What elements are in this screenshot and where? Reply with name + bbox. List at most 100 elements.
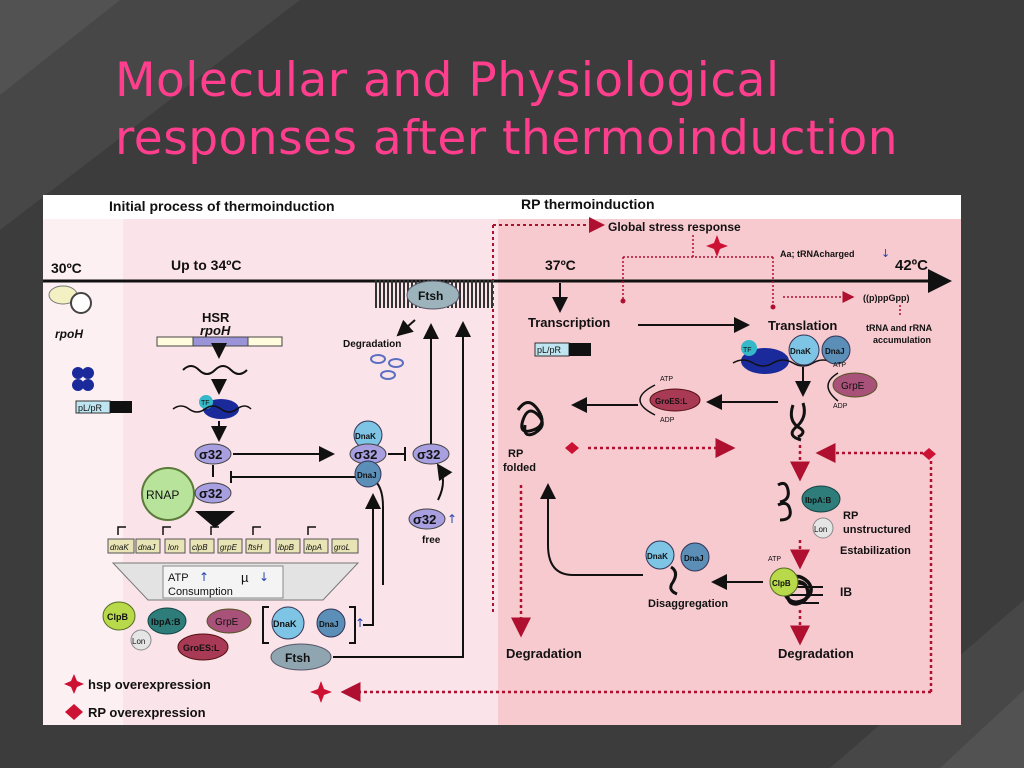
rp-nascent-icon	[789, 402, 806, 442]
dnak-right-top	[788, 334, 820, 366]
ppgpp-label: ((p)ppGpp)	[863, 293, 909, 303]
svg-text:Ftsh: Ftsh	[285, 651, 310, 665]
rp-unstructured-1: RP	[843, 510, 858, 522]
dnak-left-bottom	[271, 606, 305, 640]
svg-text:↑: ↑	[199, 570, 209, 584]
svg-text:DnaK: DnaK	[355, 432, 376, 441]
rnap	[141, 467, 195, 521]
svg-text:σ32: σ32	[199, 447, 222, 462]
svg-text:σ32: σ32	[354, 447, 377, 462]
rp-unstructured-2: unstructured	[843, 524, 911, 536]
rpoh-promoter-icon	[70, 292, 92, 314]
ibpab-bubble	[147, 607, 187, 635]
svg-text:clpB: clpB	[192, 543, 208, 552]
legend-rp-marker	[65, 704, 83, 720]
header-right: RP thermoinduction	[521, 196, 655, 212]
temp-37: 37ºC	[545, 257, 576, 273]
trna-label-2: accumulation	[873, 335, 931, 345]
svg-text:pL/pR: pL/pR	[537, 345, 562, 355]
dnaj-left-bottom	[316, 608, 346, 638]
svg-text:↑: ↑	[355, 616, 365, 630]
heat-shock-genes: dnaK dnaJ lon clpB grpE ftsH ibpB ibpA g…	[107, 538, 359, 554]
svg-text:ftsH: ftsH	[248, 543, 262, 552]
svg-text:IbpA:B: IbpA:B	[805, 496, 831, 505]
svg-text:IbpA:B: IbpA:B	[151, 617, 181, 627]
sigma32-free	[408, 508, 446, 530]
svg-text:µ: µ	[241, 570, 249, 585]
right-panel	[498, 219, 961, 725]
temp-42: 42ºC	[895, 257, 928, 274]
free-label: free	[422, 535, 441, 546]
svg-text:TF: TF	[743, 347, 752, 354]
svg-text:GrpE: GrpE	[215, 617, 239, 628]
svg-text:DnaK: DnaK	[790, 347, 811, 356]
svg-text:ibpA: ibpA	[306, 543, 322, 552]
mrna-wave	[182, 365, 248, 375]
rp-folded-icon	[516, 401, 544, 437]
disaggregation-label: Disaggregation	[648, 598, 728, 610]
svg-text:lon: lon	[168, 543, 179, 552]
svg-text:ATP: ATP	[168, 572, 189, 584]
ftsh-bottom	[270, 643, 332, 671]
global-stress-marker	[706, 235, 728, 257]
grpe-right	[832, 372, 878, 398]
hsr-label: HSR	[202, 310, 230, 325]
transcription-label: Transcription	[528, 315, 610, 330]
svg-text:Consumption: Consumption	[168, 586, 233, 598]
temp-34: Up to 34ºC	[171, 257, 241, 273]
thermoinduction-diagram: Initial process of thermoinduction RP th…	[43, 195, 961, 725]
title-line-2: responses after thermoinduction	[115, 111, 899, 166]
svg-text:σ32: σ32	[413, 512, 436, 527]
degradation-left-top: Degradation	[343, 339, 401, 350]
dnaj-complex	[354, 460, 382, 488]
rp-marker-right	[922, 448, 936, 460]
rpoh-promoter-label: rpoH	[55, 327, 83, 341]
lon-right	[812, 517, 834, 539]
svg-text:groL: groL	[334, 543, 350, 552]
grpe-bubble	[206, 608, 252, 634]
repressor-icon	[72, 367, 84, 379]
svg-text:RP: RP	[113, 403, 126, 413]
degradation-left: Degradation	[506, 646, 582, 661]
lon-bubble	[130, 629, 152, 651]
svg-text:σ32: σ32	[417, 447, 440, 462]
sigma32-main	[194, 443, 232, 465]
global-stress-label: Global stress response	[608, 220, 741, 234]
legend-rp: RP overexpression	[88, 705, 206, 720]
rp-folded-label-1: RP	[508, 448, 523, 460]
trna-label-1: tRNA and rRNA	[866, 323, 933, 333]
svg-text:DnaJ: DnaJ	[319, 620, 339, 629]
groesl-right	[649, 388, 701, 412]
ib-label: IB	[840, 585, 852, 599]
svg-text:DnaJ: DnaJ	[825, 347, 845, 356]
dnaj-disagg	[680, 542, 710, 572]
svg-text:ibpB: ibpB	[278, 543, 295, 552]
svg-text:TF: TF	[201, 400, 210, 407]
svg-text:ClpB: ClpB	[772, 579, 791, 588]
black-triangle	[195, 511, 235, 528]
svg-text:dnaJ: dnaJ	[138, 543, 156, 552]
title-line-1: Molecular and Physiological	[115, 53, 780, 108]
svg-text:σ32: σ32	[199, 486, 222, 501]
svg-text:DnaJ: DnaJ	[357, 471, 377, 480]
estabilization-label: Estabilization	[840, 545, 911, 557]
svg-text:Lon: Lon	[132, 637, 145, 646]
svg-text:ADP: ADP	[833, 403, 848, 410]
svg-text:GrpE: GrpE	[841, 381, 865, 392]
dnak-disagg	[645, 540, 675, 570]
translation-label: Translation	[768, 318, 837, 333]
svg-text:DnaK: DnaK	[273, 619, 297, 629]
svg-text:pL/pR: pL/pR	[78, 403, 103, 413]
svg-text:↓: ↓	[259, 570, 269, 584]
groesl-bubble	[177, 633, 229, 661]
svg-text:Lon: Lon	[814, 525, 827, 534]
slide-title: Molecular and Physiological responses af…	[115, 52, 898, 168]
svg-text:RNAP: RNAP	[146, 488, 179, 502]
svg-text:Ftsh: Ftsh	[418, 289, 443, 303]
temp-30: 30ºC	[51, 260, 82, 276]
marker-bottom	[310, 681, 332, 703]
clpb-right	[769, 567, 799, 597]
rp-folded-label-2: folded	[503, 462, 536, 474]
svg-text:ATP: ATP	[833, 362, 846, 369]
svg-text:ADP: ADP	[660, 417, 675, 424]
